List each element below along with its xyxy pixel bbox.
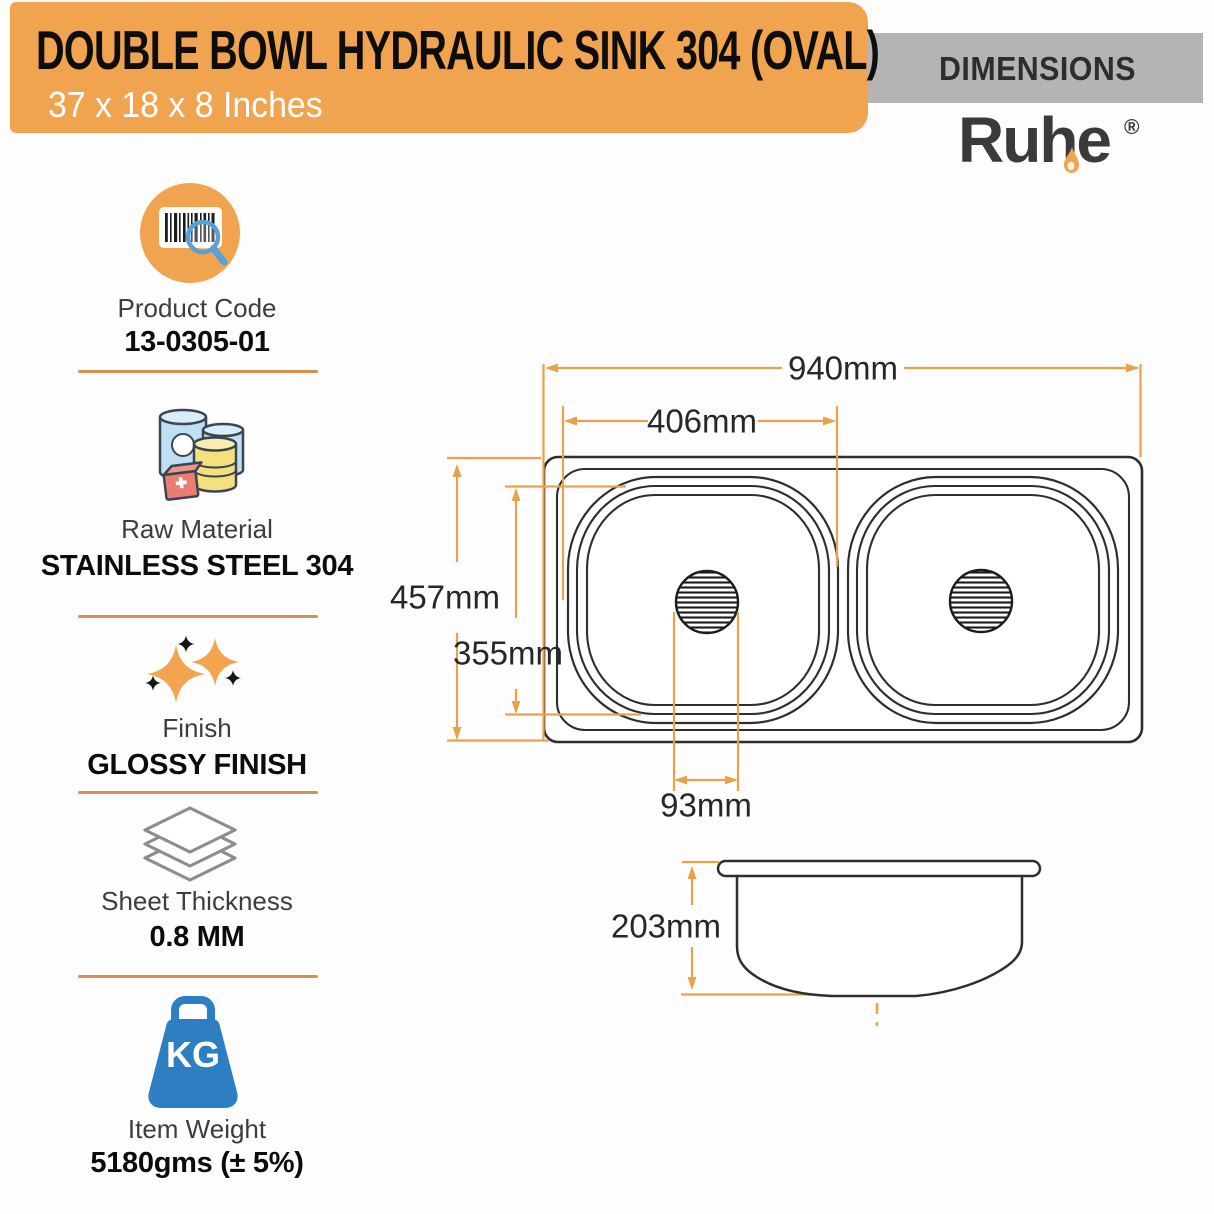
- spec-value-raw-material: STAINLESS STEEL 304: [40, 550, 354, 582]
- divider: [78, 615, 318, 618]
- product-title: DOUBLE BOWL HYDRAULIC SINK 304 (OVAL): [36, 19, 880, 81]
- stacked-sheets-icon: [143, 806, 237, 882]
- spec-label-item-weight: Item Weight: [127, 1114, 267, 1144]
- dimensions-heading: DIMENSIONS: [939, 50, 1136, 87]
- divider: [78, 975, 318, 978]
- right-drain: [948, 568, 1014, 634]
- spec-value-product-code: 13-0305-01: [124, 326, 270, 358]
- spec-value-finish: GLOSSY FINISH: [87, 749, 307, 781]
- sink-section-view: [716, 859, 1042, 998]
- spec-label-finish: Finish: [162, 713, 232, 743]
- sink-top-view: [542, 455, 1144, 744]
- spec-label-sheet-thickness: Sheet Thickness: [101, 886, 293, 916]
- dim-drain-width: 93mm: [660, 787, 752, 824]
- spec-label-raw-material: Raw Material: [121, 514, 273, 544]
- dim-bowl-height: 203mm: [611, 908, 721, 945]
- logo-droplet-icon: [1064, 147, 1079, 173]
- sink-technical-drawing: 940mm 406mm 457mm 355mm 93mm 203mm: [390, 350, 1144, 1026]
- dimension-labels: 940mm 406mm 457mm 355mm 93mm 203mm: [390, 350, 898, 945]
- dim-overall-depth: 457mm: [390, 579, 500, 616]
- product-size-subtitle: 37 x 18 x 8 Inches: [48, 84, 323, 125]
- registered-mark: ®: [1124, 116, 1140, 139]
- title-banner: DOUBLE BOWL HYDRAULIC SINK 304 (OVAL) 37…: [10, 2, 880, 133]
- divider: [78, 370, 318, 373]
- material-cans-icon: [158, 408, 245, 501]
- kg-weight-icon: KG: [148, 996, 238, 1108]
- dim-overall-width: 940mm: [788, 350, 898, 387]
- brand-logo: Ruhe: [958, 104, 1112, 176]
- spec-label-product-code: Product Code: [117, 293, 277, 323]
- divider: [78, 791, 318, 794]
- dim-bowl-center-width: 406mm: [647, 403, 757, 440]
- left-drain: [674, 569, 740, 635]
- kg-label: KG: [166, 1034, 220, 1075]
- barcode-search-icon: [140, 183, 240, 283]
- dimension-lines: [447, 363, 1142, 1026]
- spec-value-sheet-thickness: 0.8 MM: [149, 921, 245, 953]
- spec-value-item-weight: 5180gms (± 5%): [90, 1147, 304, 1179]
- dimensions-band: [858, 33, 1203, 103]
- sparkle-icon: [145, 635, 241, 703]
- dim-bowl-depth: 355mm: [453, 635, 563, 672]
